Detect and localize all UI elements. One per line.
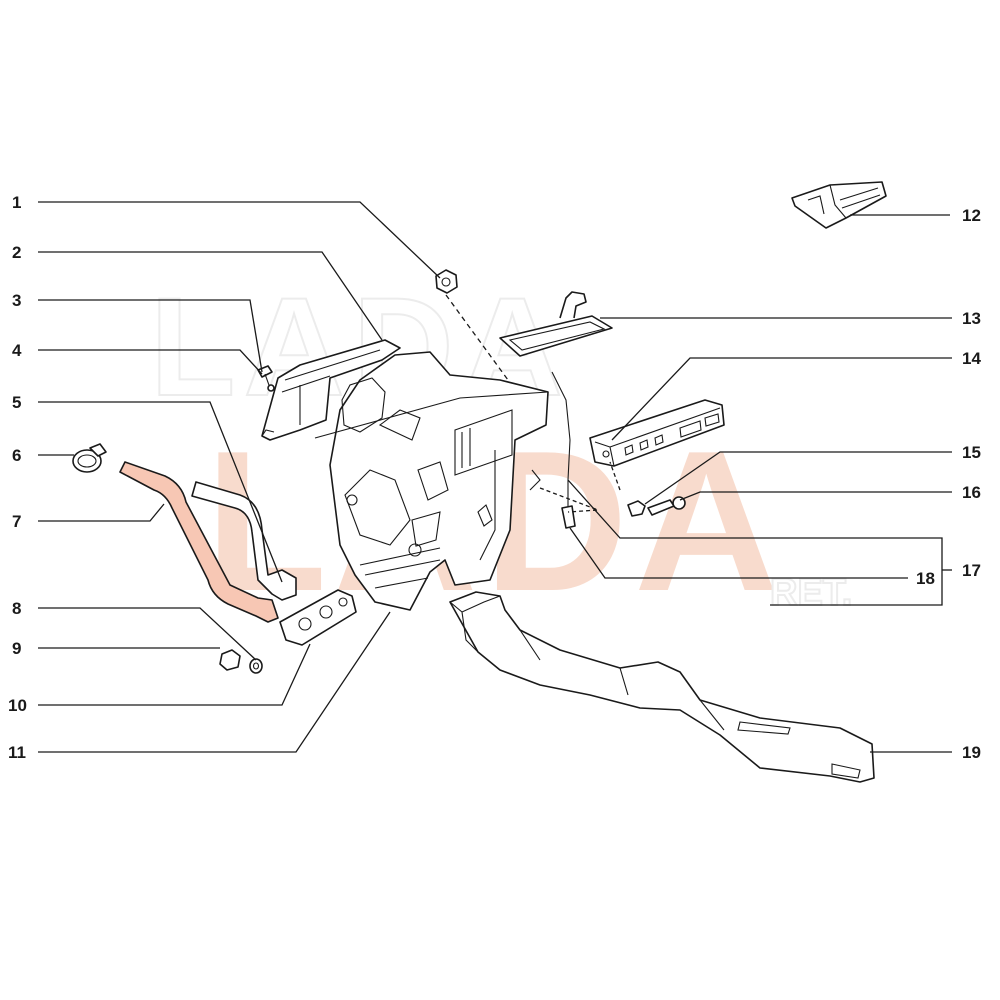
leader-14-dashed <box>609 461 621 491</box>
callout-19: 19 <box>962 743 981 762</box>
leader-10 <box>38 643 311 706</box>
leader-14 <box>611 357 952 441</box>
leader-11 <box>38 611 391 753</box>
part-7-heater-hose-highlighted <box>119 461 279 623</box>
callout-13: 13 <box>962 309 981 328</box>
leader-3 <box>38 299 263 373</box>
callout-15: 15 <box>962 443 981 462</box>
callout-9: 9 <box>12 639 21 658</box>
part-17-18-control-cable <box>551 371 576 529</box>
callout-16: 16 <box>962 483 981 502</box>
callout-10: 10 <box>8 696 27 715</box>
part-10-gasket <box>279 589 357 646</box>
callout-17: 17 <box>962 561 981 580</box>
leader-18 <box>569 527 908 579</box>
part-1-nut <box>435 269 458 294</box>
callout-1: 1 <box>12 193 21 212</box>
leader-1 <box>38 201 441 279</box>
leader-8 <box>38 607 257 661</box>
callout-numbers: 1 2 3 4 5 6 7 8 9 10 11 12 13 14 15 16 1… <box>8 193 981 762</box>
callout-2: 2 <box>12 243 21 262</box>
callout-11: 11 <box>8 743 26 762</box>
callout-12: 12 <box>962 206 981 225</box>
part-8-9-nut-washer <box>219 649 263 674</box>
part-15-16-screw-washer <box>627 496 686 517</box>
leader-5 <box>38 401 283 583</box>
part-19-air-duct <box>449 591 875 783</box>
part-5-heater-hose <box>191 481 297 601</box>
callout-8: 8 <box>12 599 21 618</box>
leader-17 <box>567 479 943 606</box>
callout-3: 3 <box>12 291 21 310</box>
part-6-hose-clamp <box>72 443 107 473</box>
leader-4 <box>38 349 263 375</box>
part-12-vent-grille <box>791 181 887 229</box>
callout-18: 18 <box>916 569 935 588</box>
leader-2 <box>38 251 383 341</box>
part-2-heater-top-cover <box>261 339 401 441</box>
part-11-heater-housing <box>314 351 549 611</box>
callout-14: 14 <box>962 349 981 368</box>
leader-lines <box>38 201 952 753</box>
leader-7 <box>38 503 165 522</box>
leader-15 <box>644 451 952 505</box>
part-3-bracket <box>261 429 275 437</box>
callout-6: 6 <box>12 446 21 465</box>
leader-16 <box>679 491 952 501</box>
callout-4: 4 <box>12 341 22 360</box>
part-14-control-panel <box>589 399 725 467</box>
part-13-air-flap-lever <box>499 291 613 357</box>
callout-5: 5 <box>12 393 21 412</box>
callout-7: 7 <box>12 512 21 531</box>
